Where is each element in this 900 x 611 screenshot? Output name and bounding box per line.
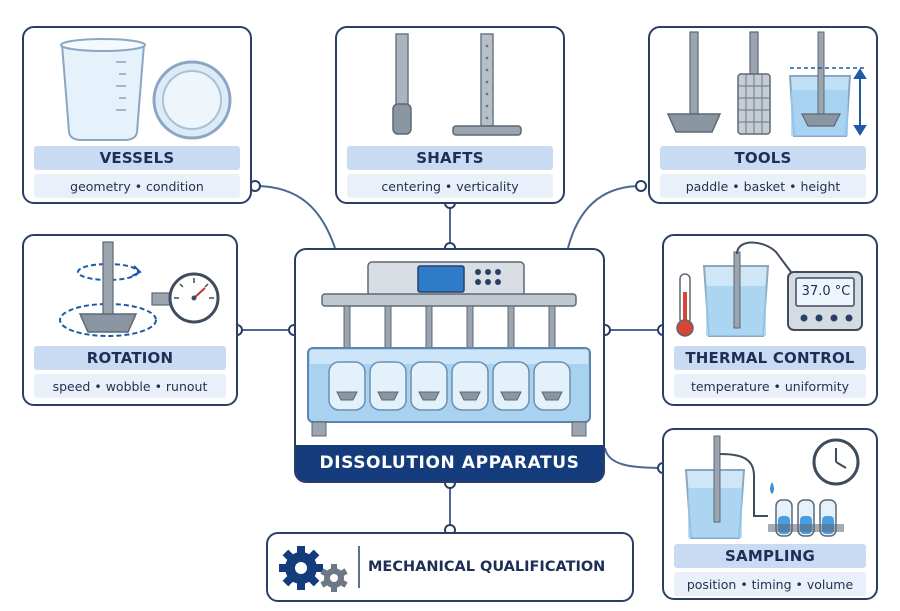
height-arrow-icon (853, 68, 867, 136)
gauge-icon (151, 272, 220, 324)
thermal-control-subtitle: temperature • uniformity (674, 374, 866, 398)
controller-icon (787, 271, 863, 331)
beaker-icon (60, 38, 146, 141)
sampling-card: SAMPLING position • timing • volume (662, 428, 878, 600)
thermometer-icon (676, 273, 694, 337)
dissolution-apparatus-illustration (307, 261, 591, 437)
thermal-control-card: 37.0 °C THERMAL CONTROL temperature • un… (662, 234, 878, 406)
height-beaker-icon (788, 31, 864, 137)
vessels-illustration (60, 38, 232, 141)
vessels-title: VESSELS (34, 146, 240, 170)
tools-title: TOOLS (660, 146, 866, 170)
sampling-subtitle: position • timing • volume (674, 572, 866, 596)
sample-tubes-icon (768, 499, 844, 537)
shafts-subtitle: centering • verticality (347, 174, 553, 198)
rotation-title: ROTATION (34, 346, 226, 370)
rotation-illustration (59, 241, 220, 337)
dissolution-apparatus-card: DISSOLUTION APPARATUS (294, 248, 605, 483)
vessel-row (328, 361, 571, 411)
gear-icon (279, 546, 360, 592)
mechanical-qualification-card: MECHANICAL QUALIFICATION (266, 532, 634, 602)
droplet-icon (770, 482, 774, 494)
paddle-icon (78, 241, 138, 333)
display-screen (417, 265, 465, 293)
rotation-card: ROTATION speed • wobble • runout (22, 234, 238, 406)
tools-card: TOOLS paddle • basket • height (648, 26, 878, 204)
rotation-subtitle: speed • wobble • runout (34, 374, 226, 398)
vessels-card: VESSELS geometry • condition (22, 26, 252, 204)
temperature-readout: 37.0 °C (801, 284, 851, 299)
sampling-title: SAMPLING (674, 544, 866, 568)
probe-icon (733, 241, 795, 329)
shaft-icon (392, 33, 412, 135)
sampling-illustration (684, 435, 860, 539)
basket-shaft-icon (452, 33, 522, 136)
thermal-control-title: THERMAL CONTROL (674, 346, 866, 370)
thermal-illustration (676, 241, 863, 337)
vessels-subtitle: geometry • condition (34, 174, 240, 198)
shafts-illustration (392, 33, 522, 136)
shafts-card: SHAFTS centering • verticality (335, 26, 565, 204)
paddle-icon (666, 31, 722, 133)
tools-illustration (666, 31, 867, 137)
mechanical-qualification-title: MECHANICAL QUALIFICATION (368, 559, 606, 575)
tools-subtitle: paddle • basket • height (660, 174, 866, 198)
basket-icon (737, 31, 771, 135)
keypad (475, 269, 501, 285)
sampling-beaker-icon (684, 435, 768, 539)
vessel-top-icon (152, 60, 232, 140)
dissolution-apparatus-title: DISSOLUTION APPARATUS (296, 445, 603, 481)
shafts-title: SHAFTS (347, 146, 553, 170)
timer-icon (812, 438, 860, 486)
